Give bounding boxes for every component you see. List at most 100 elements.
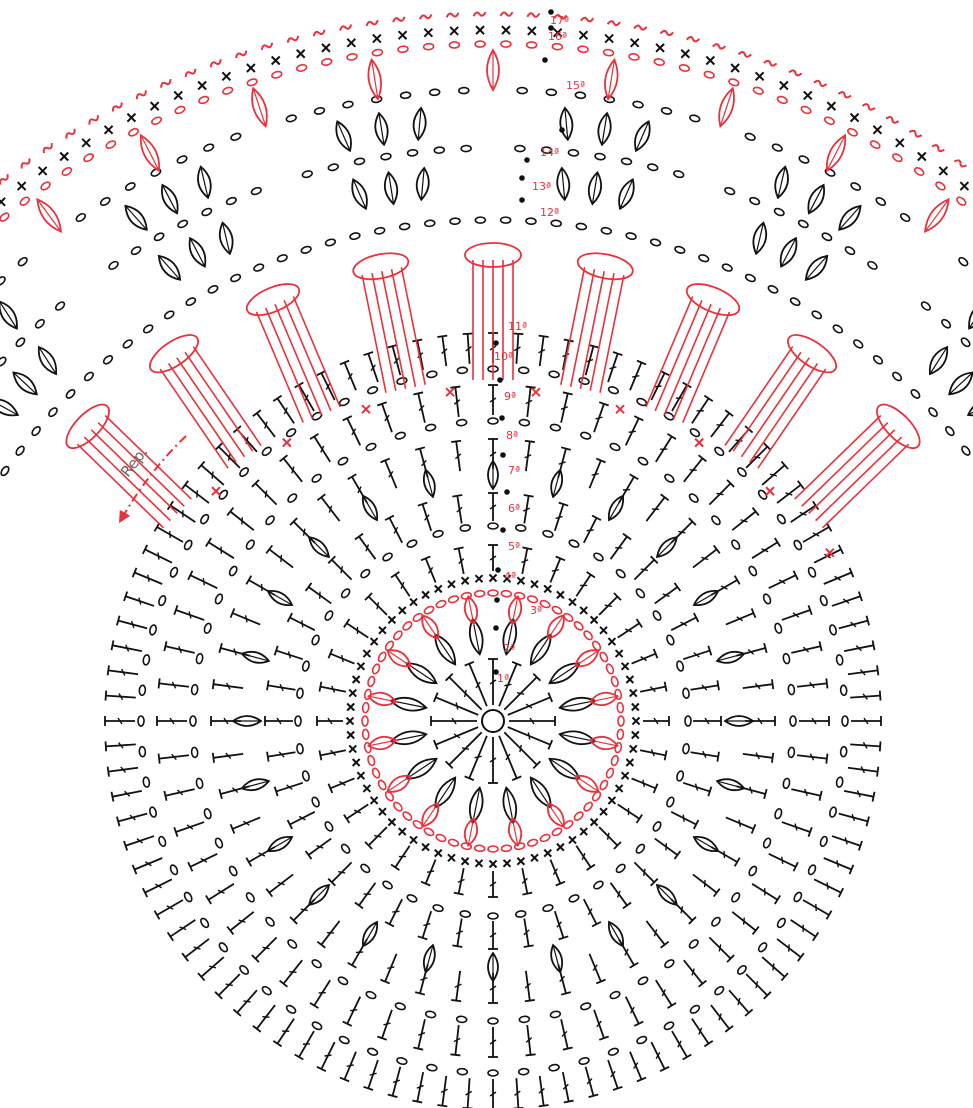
leaf-midrib [562,168,565,200]
slip-stitch-dot [494,597,500,603]
dc-top-bar [266,889,272,897]
cluster-leaf-symbol [543,612,569,642]
dc-slash [520,745,521,752]
dc-top-bar [637,619,643,627]
chain-oval-symbol [324,610,334,622]
cluster-leaf-symbol [367,734,397,751]
dc-top-bar [164,641,166,651]
double-crochet-symbol [525,441,535,471]
single-crochet-cross [297,50,305,58]
cluster-leaf-symbol [589,690,619,707]
chain-oval-symbol [400,92,411,99]
double-crochet-symbol [777,939,804,961]
double-crochet-symbol [290,899,315,924]
chain-oval-symbol [682,688,689,699]
chain-oval-symbol [191,684,198,695]
single-crochet-cross [851,114,859,122]
round-label-3: 3ª [530,604,542,617]
crab-stitch-tilde [838,90,851,99]
double-crochet-symbol [655,839,681,860]
double-crochet-symbol [227,912,254,935]
crab-stitch-tilde [64,129,76,139]
chain-oval-symbol [829,806,837,817]
double-crochet-symbol [797,678,827,688]
chain-oval-symbol [362,716,368,726]
dc-top-bar [561,992,571,995]
chain-oval-symbol [456,1016,467,1023]
chain-oval-symbol [435,599,447,609]
double-crochet-symbol [328,649,354,664]
chain-oval-symbol [519,419,530,426]
single-crochet-cross [490,861,497,868]
dc-slash [592,474,599,475]
leaf-outline [0,298,22,331]
dc-slash [716,493,723,494]
chain-oval-symbol [450,218,460,225]
dc-top-bar [564,339,574,341]
double-crochet-symbol [671,613,698,630]
chain-oval-symbol [790,716,796,726]
cluster-leaf-symbol [415,167,430,200]
chain-oval-symbol [618,716,624,726]
dc-top-bar [452,945,462,947]
chain-oval-symbol [650,238,661,246]
slip-stitch-dot [495,567,501,573]
chain-oval-symbol [264,916,275,927]
cluster-leaf-symbol [772,165,791,199]
chain-oval-symbol [621,157,632,165]
cluster-leaf-symbol [572,645,602,671]
double-crochet-symbol [752,538,780,558]
chain-oval-symbol [777,95,789,104]
chain-oval-symbol [277,254,288,263]
chain-oval-symbol [207,284,219,294]
chain-oval-symbol [47,406,58,417]
dc-top-bar [525,441,535,442]
chain-oval-symbol [377,651,387,663]
dc-slash [347,1065,354,1066]
dc-top-bar [164,791,166,801]
chain-oval-symbol [340,588,351,599]
chain-oval-symbol [599,651,609,663]
double-crochet-symbol [206,884,234,904]
crab-stitch-tilde [814,79,827,88]
double-crochet-symbol [328,862,351,885]
double-crochet-symbol [640,682,666,692]
chain-oval-symbol [551,827,563,837]
crab-stitch-tilde [287,36,300,43]
dc-slash [377,602,378,609]
chain-oval-symbol [475,41,485,47]
round-label-12: 12ª [540,206,559,219]
dc-top-bar [273,1041,281,1047]
dc-top-bar [675,851,681,859]
dc-top-bar [317,494,325,500]
double-crochet-symbol [231,817,261,833]
chain-oval-symbol [501,845,512,852]
chain-oval-symbol [960,445,971,457]
double-crochet-symbol [154,900,182,919]
chain-oval-symbol [821,232,833,242]
double-crochet-symbol [317,1042,335,1071]
cluster-leaf-symbol [241,776,271,793]
chain-oval-symbol [714,446,726,457]
double-crochet-symbol [164,789,194,801]
chain-oval-symbol [527,42,537,48]
chain-oval-symbol [629,53,640,61]
chain-oval-symbol [807,566,817,578]
double-crochet-symbol [348,939,367,967]
double-crochet-symbol [671,812,698,829]
double-crochet-symbol [791,789,821,801]
double-crochet-symbol [726,608,756,624]
crab-stitch-tilde [313,30,326,36]
chain-oval-symbol [183,891,193,903]
crab-stitch-tilde [184,69,197,77]
chain-oval-symbol [551,605,563,615]
dc-top-bar [106,741,107,751]
chain-oval-symbol [515,145,525,151]
single-crochet-cross [475,575,482,582]
dc-slash [324,1055,331,1056]
chain-oval-symbol [328,163,339,171]
chain-oval-symbol [636,1035,648,1045]
cluster-leaf-symbol [195,165,214,199]
single-crochet-cross [371,638,378,645]
chain-oval-symbol [776,917,787,929]
